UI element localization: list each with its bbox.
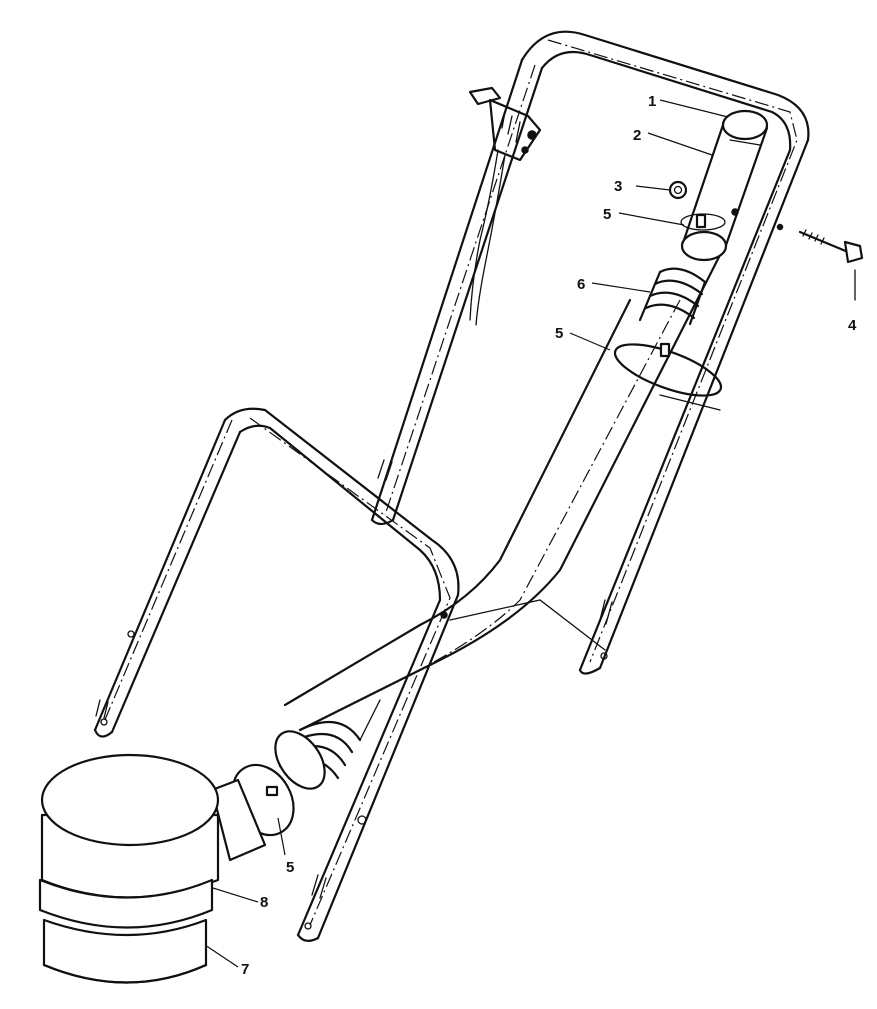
lower-bellows <box>274 699 381 790</box>
callout-leaders <box>204 99 729 968</box>
callout-4: 4 <box>848 317 857 334</box>
callout-6: 6 <box>577 276 585 293</box>
callout-5-middle: 5 <box>555 325 563 342</box>
callout-2: 2 <box>633 127 641 144</box>
bolt <box>776 223 864 301</box>
control-lever <box>468 86 542 326</box>
callout-7: 7 <box>241 961 249 978</box>
nut <box>668 180 688 200</box>
callout-8: 8 <box>260 894 268 911</box>
callout-labels: 1 2 3 5 4 6 5 5 8 7 <box>241 93 857 978</box>
upper-bellows <box>638 267 707 326</box>
callout-5-lower: 5 <box>286 859 294 876</box>
lower-handle <box>93 407 460 942</box>
callout-1: 1 <box>648 93 656 110</box>
discharge-tube <box>283 253 722 732</box>
callout-3: 3 <box>614 178 622 195</box>
upper-handle <box>370 30 810 675</box>
callout-5-upper: 5 <box>603 206 611 223</box>
upper-tube-section <box>680 109 769 262</box>
filter-housing <box>38 753 267 984</box>
